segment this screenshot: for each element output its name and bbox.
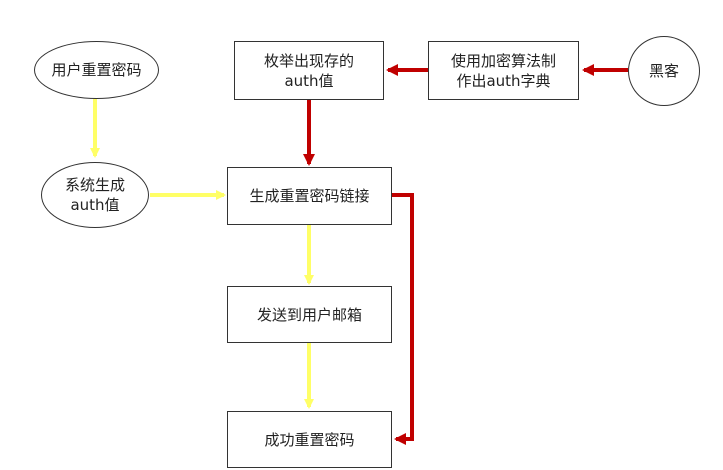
- system-generate-label-line1: 系统生成: [64, 176, 125, 194]
- user-reset-label: 用户重置密码: [51, 61, 142, 79]
- hacker-node: 黑客: [628, 36, 700, 106]
- user-reset-node: 用户重置密码: [34, 41, 159, 99]
- generate-link-label: 生成重置密码链接: [249, 187, 370, 205]
- enumerate-label-line2: auth值: [284, 71, 334, 90]
- encrypt-node: 使用加密算法制 作出auth字典: [428, 41, 579, 100]
- hacker-label: 黑客: [648, 62, 679, 80]
- send-email-label: 发送到用户邮箱: [256, 305, 362, 324]
- enumerate-label-line1: 枚举出现存的: [263, 51, 354, 70]
- success-label: 成功重置密码: [264, 430, 355, 449]
- success-node: 成功重置密码: [227, 411, 392, 468]
- enumerate-node: 枚举出现存的 auth值: [234, 41, 384, 100]
- system-generate-label-line2: auth值: [70, 196, 120, 214]
- encrypt-label-line2: 作出auth字典: [456, 71, 551, 90]
- arrow-genlink-to-success: [392, 193, 414, 445]
- send-email-node: 发送到用户邮箱: [227, 286, 392, 343]
- system-generate-node: 系统生成 auth值: [41, 162, 149, 228]
- encrypt-label-line1: 使用加密算法制: [450, 51, 556, 70]
- generate-link-node: 生成重置密码链接: [227, 167, 392, 225]
